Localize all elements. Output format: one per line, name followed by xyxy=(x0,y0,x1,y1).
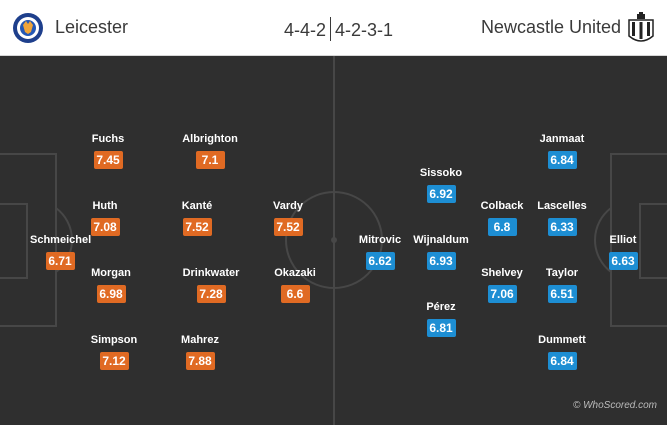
player-kante[interactable]: Kanté 7.52 xyxy=(167,200,227,236)
player-name: Mahrez xyxy=(181,334,219,346)
player-name: Okazaki xyxy=(274,267,316,279)
player-name: Janmaat xyxy=(539,133,585,145)
player-rating: 7.52 xyxy=(273,218,303,236)
player-name: Wijnaldum xyxy=(413,234,469,246)
player-name: Albrighton xyxy=(182,133,238,145)
player-rating: 6.81 xyxy=(426,319,456,337)
home-formation: 4-4-2 xyxy=(284,20,327,40)
player-name: Morgan xyxy=(91,267,131,279)
player-drinkwater[interactable]: Drinkwater 7.28 xyxy=(181,267,241,303)
player-colback[interactable]: Colback 6.8 xyxy=(472,200,532,236)
player-name: Pérez xyxy=(426,301,456,313)
player-okazaki[interactable]: Okazaki 6.6 xyxy=(265,267,325,303)
player-shelvey[interactable]: Shelvey 7.06 xyxy=(472,267,532,303)
player-name: Taylor xyxy=(545,267,579,279)
player-name: Vardy xyxy=(273,200,303,212)
player-name: Dummett xyxy=(538,334,586,346)
player-fuchs[interactable]: Fuchs 7.45 xyxy=(78,133,138,169)
match-header: Leicester 4-4-2 4-2-3-1 Newcastle United xyxy=(0,0,667,56)
player-rating: 6.62 xyxy=(365,252,395,270)
player-rating: 6.93 xyxy=(426,252,456,270)
player-name: Kanté xyxy=(181,200,213,212)
player-elliot[interactable]: Elliot 6.63 xyxy=(593,234,653,270)
player-rating: 7.88 xyxy=(185,352,215,370)
player-albrighton[interactable]: Albrighton 7.1 xyxy=(180,133,240,169)
player-rating: 7.12 xyxy=(99,352,129,370)
player-rating: 6.84 xyxy=(547,352,577,370)
player-janmaat[interactable]: Janmaat 6.84 xyxy=(532,133,592,169)
player-rating: 6.8 xyxy=(487,218,517,236)
player-name: Elliot xyxy=(609,234,637,246)
player-morgan[interactable]: Morgan 6.98 xyxy=(81,267,141,303)
player-rating: 6.92 xyxy=(426,185,456,203)
player-name: Drinkwater xyxy=(182,267,240,279)
player-name: Schmeichel xyxy=(30,234,92,246)
player-name: Colback xyxy=(480,200,524,212)
player-rating: 6.84 xyxy=(547,151,577,169)
whoscored-watermark: © WhoScored.com xyxy=(572,400,657,411)
player-rating: 7.1 xyxy=(195,151,225,169)
player-lascelles[interactable]: Lascelles 6.33 xyxy=(532,200,592,236)
pitch: Fuchs 7.45 Albrighton 7.1 Huth 7.08 Kant… xyxy=(0,56,667,425)
player-mitrovic[interactable]: Mitrovic 6.62 xyxy=(350,234,410,270)
player-rating: 6.98 xyxy=(96,285,126,303)
player-taylor[interactable]: Taylor 6.51 xyxy=(532,267,592,303)
player-name: Fuchs xyxy=(91,133,125,145)
player-rating: 7.45 xyxy=(93,151,123,169)
formation-divider xyxy=(330,17,332,41)
home-team-name: Leicester xyxy=(55,17,129,37)
formations: 4-4-2 4-2-3-1 xyxy=(284,17,393,41)
player-dummett[interactable]: Dummett 6.84 xyxy=(532,334,592,370)
player-name: Shelvey xyxy=(481,267,523,279)
player-name: Lascelles xyxy=(537,200,587,212)
player-rating: 6.33 xyxy=(547,218,577,236)
player-rating: 6.71 xyxy=(45,252,75,270)
player-rating: 6.63 xyxy=(608,252,638,270)
player-perez[interactable]: Pérez 6.81 xyxy=(411,301,471,337)
player-name: Simpson xyxy=(90,334,138,346)
player-schmeichel[interactable]: Schmeichel 6.71 xyxy=(30,234,92,270)
player-name: Sissoko xyxy=(419,167,463,179)
player-simpson[interactable]: Simpson 7.12 xyxy=(84,334,144,370)
fox-crest-icon xyxy=(13,13,43,43)
player-rating: 7.52 xyxy=(182,218,212,236)
player-mahrez[interactable]: Mahrez 7.88 xyxy=(170,334,230,370)
player-rating: 6.6 xyxy=(280,285,310,303)
away-team-name: Newcastle United xyxy=(480,17,621,37)
player-rating: 7.06 xyxy=(487,285,517,303)
player-rating: 6.51 xyxy=(547,285,577,303)
away-formation: 4-2-3-1 xyxy=(335,20,394,40)
player-name: Huth xyxy=(92,200,118,212)
pitch-lines xyxy=(0,56,667,425)
player-name: Mitrovic xyxy=(358,234,402,246)
player-rating: 7.08 xyxy=(90,218,120,236)
magpies-crest-icon xyxy=(628,12,654,42)
player-vardy[interactable]: Vardy 7.52 xyxy=(258,200,318,236)
player-rating: 7.28 xyxy=(196,285,226,303)
player-sissoko[interactable]: Sissoko 6.92 xyxy=(411,167,471,203)
player-wijnaldum[interactable]: Wijnaldum 6.93 xyxy=(411,234,471,270)
player-huth[interactable]: Huth 7.08 xyxy=(75,200,135,236)
